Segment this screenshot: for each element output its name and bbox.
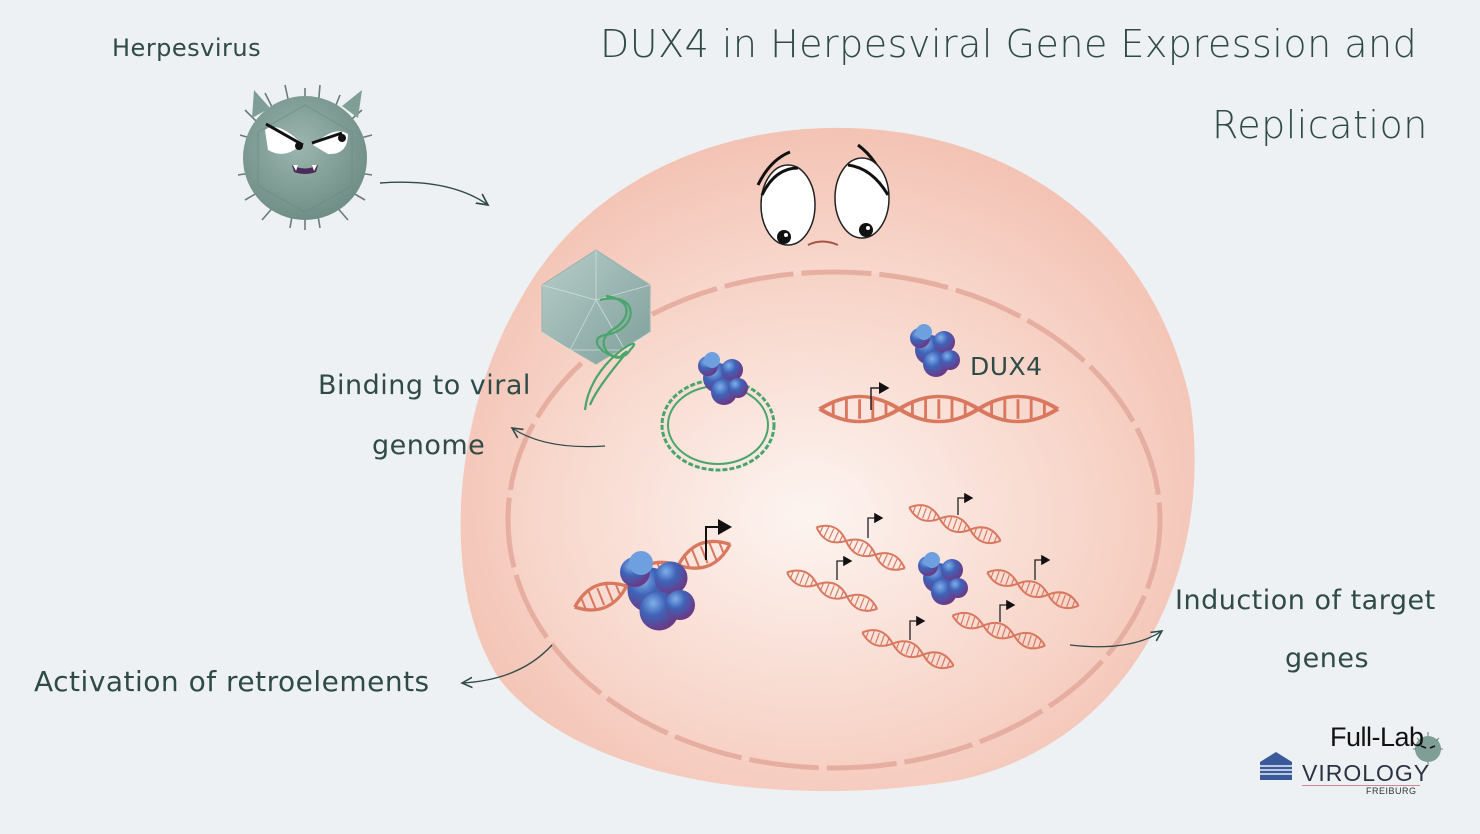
label-binding-line-2: genome: [372, 430, 486, 461]
logo-full-lab: Full-Lab: [1330, 722, 1424, 752]
title-line-1: DUX4 in Herpesviral Gene Expression and: [600, 22, 1418, 66]
logo-virology: VIROLOGY: [1302, 760, 1431, 786]
virology-house-icon: [1260, 752, 1292, 780]
label-induction-line-2: genes: [1285, 643, 1370, 674]
label-herpesvirus: Herpesvirus: [112, 34, 262, 62]
virus-horn-left: [252, 90, 270, 118]
arrow-induction: [1069, 631, 1162, 648]
arrow-virus-to-cell: [379, 181, 488, 205]
virus-mouth: [292, 165, 318, 174]
label-activation: Activation of retroelements: [34, 665, 430, 698]
title-line-2: Replication: [1212, 103, 1428, 147]
cell-mouth: [807, 240, 839, 246]
virus-horn-right: [342, 90, 362, 118]
label-binding-line-1: Binding to viral: [318, 370, 531, 401]
viral-capsid: [541, 249, 651, 365]
virus-body: [243, 96, 367, 220]
target-genes: [783, 492, 1083, 674]
label-dux4: DUX4: [970, 352, 1043, 381]
virus-eye-left: [265, 127, 302, 154]
cell-eye-left: [760, 164, 816, 246]
nucleus: [508, 272, 1160, 768]
logo-underline: [1302, 785, 1420, 786]
arrow-activation: [462, 644, 553, 683]
logo-graphics: [1260, 732, 1443, 780]
herpesvirus-character: [237, 84, 373, 230]
cell-face: [756, 143, 890, 246]
viral-dna-linear: [583, 294, 636, 411]
mini-virus-icon: [1413, 732, 1443, 766]
full-lab-virology-logo: Full-Lab VIROLOGY FREIBURG: [1258, 722, 1458, 802]
transcription-start-arrow: [870, 382, 890, 410]
label-induction-line-1: Induction of target: [1175, 585, 1436, 616]
arrow-binding: [512, 428, 606, 448]
nuclear-envelope: [505, 269, 1163, 771]
transcription-start-arrow-retro: [705, 519, 732, 560]
logo-freiburg: FREIBURG: [1366, 786, 1417, 796]
